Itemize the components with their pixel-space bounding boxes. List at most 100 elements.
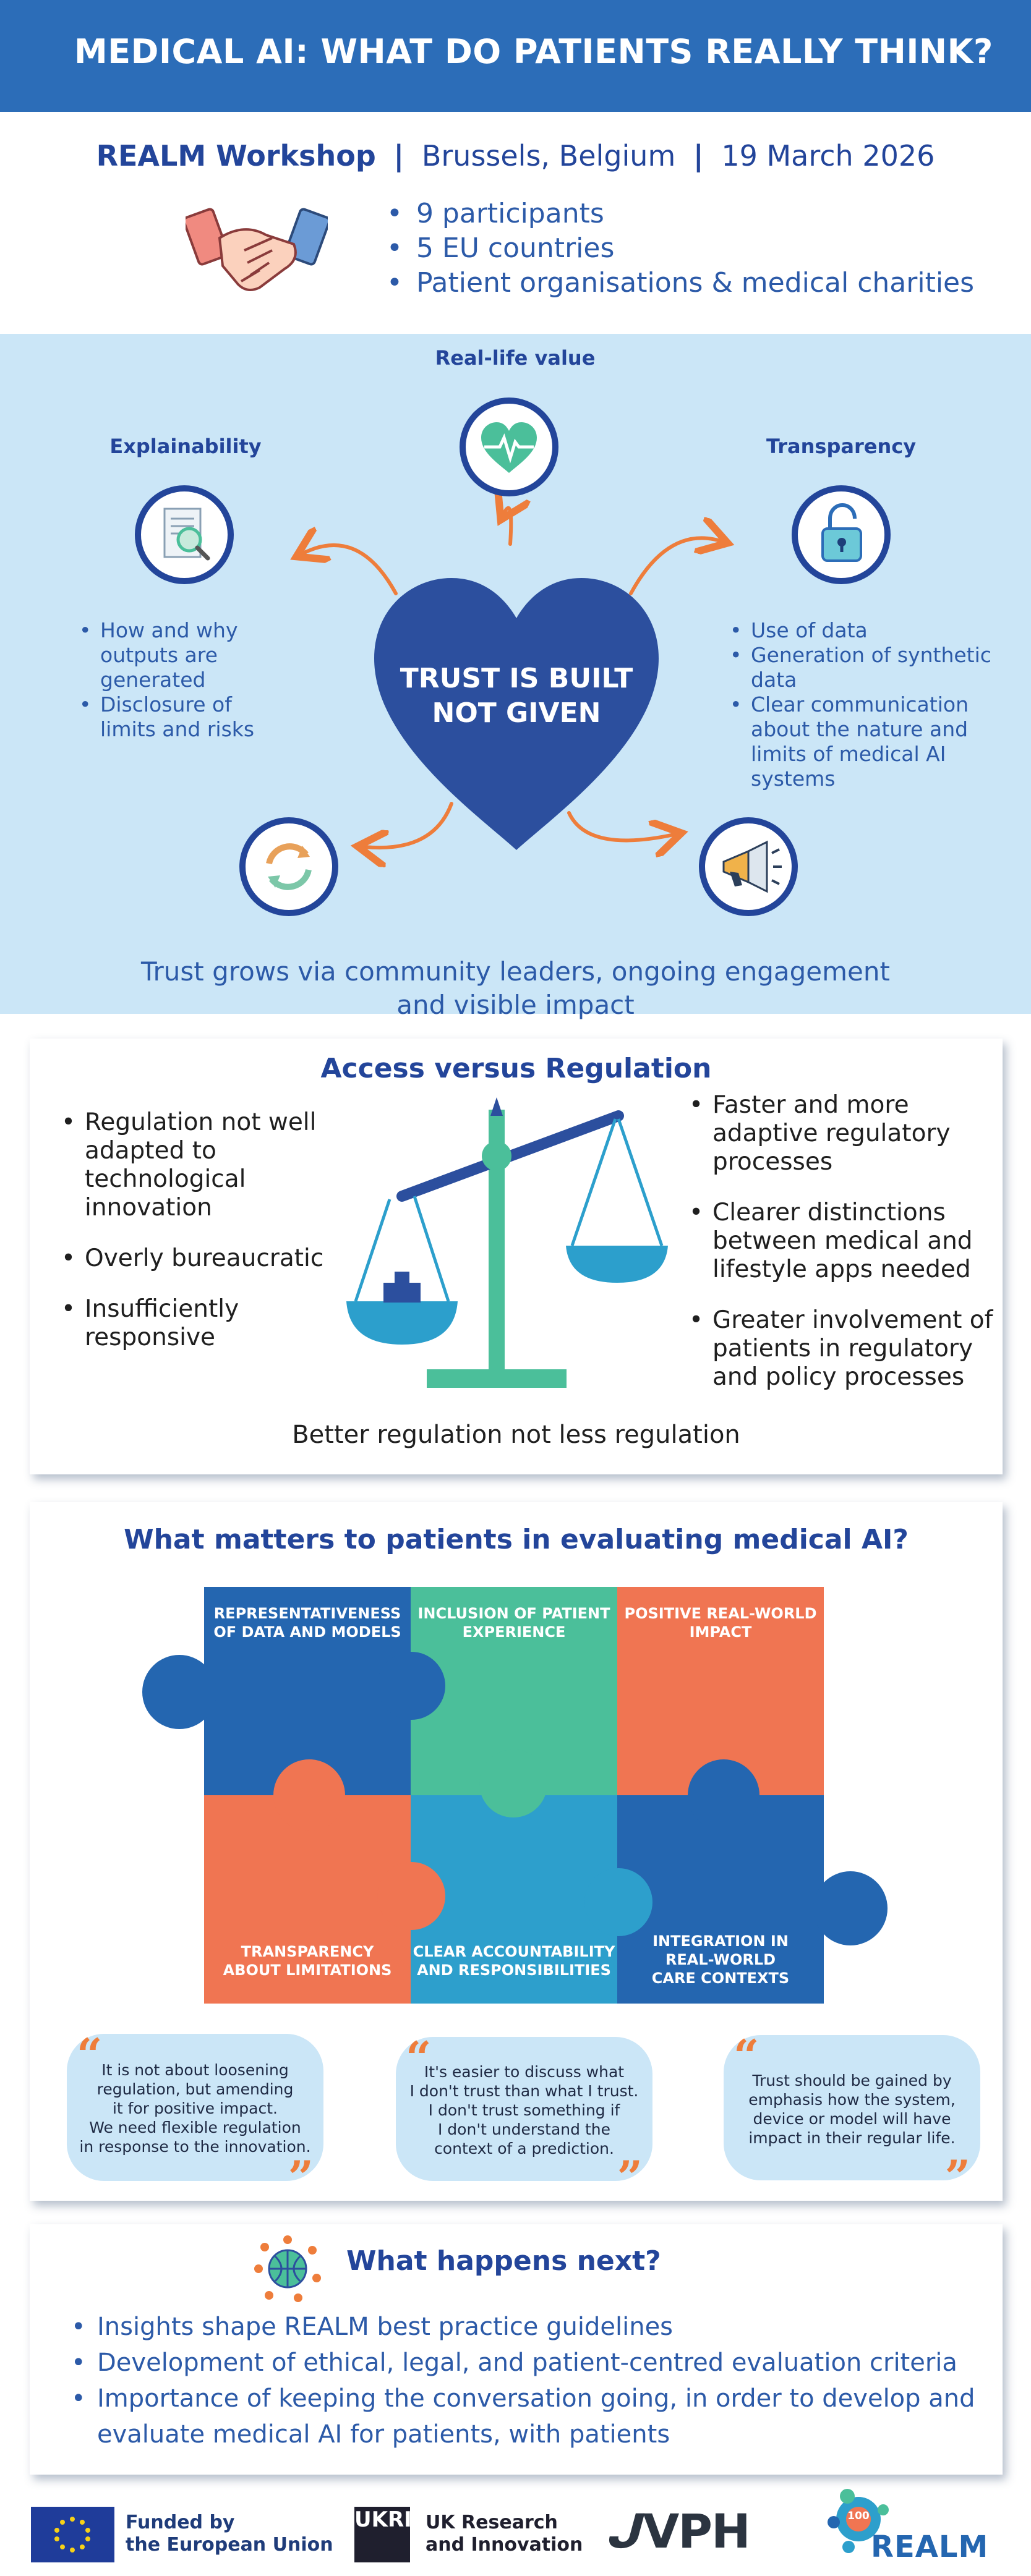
quote-box: Trust should be gained by emphasis how t… <box>724 2030 980 2199</box>
trust-arrows <box>0 334 1031 952</box>
next-points: Insights shape REALM best practice guide… <box>71 2309 986 2452</box>
quote-line: Trust should be gained by <box>752 2072 952 2089</box>
transparency-points: Use of data Generation of synthetic data… <box>730 618 1002 791</box>
handshake-icon <box>182 201 331 300</box>
separator: | <box>393 139 404 172</box>
trust-footer-line: Trust grows via community leaders, ongoi… <box>141 956 890 987</box>
puzzle <box>130 1587 897 2004</box>
puzzle-label-line: POSITIVE REAL-WORLD <box>624 1605 817 1622</box>
workshop-facts: 9 participants 5 EU countries Patient or… <box>387 197 974 300</box>
vph-logo-text: VPH <box>643 2504 750 2559</box>
access-right-point: Faster and more adaptive regulatory proc… <box>687 1091 996 1176</box>
access-left-point: Insufficiently responsive <box>59 1295 331 1352</box>
eu-line: Funded by <box>126 2512 235 2533</box>
access-right-point: Clearer distinctions between medical and… <box>687 1199 996 1284</box>
workshop-info: REALM Workshop | Brussels, Belgium | 19 … <box>0 139 1031 172</box>
puzzle-label-line: IMPACT <box>689 1623 752 1641</box>
quote-line: emphasis how the system, <box>748 2091 956 2109</box>
puzzle-label-line: INTEGRATION IN <box>652 1932 789 1950</box>
puzzle-label-line: CLEAR ACCOUNTABILITY <box>413 1943 615 1960</box>
quote-box: It is not about loosening regulation, bu… <box>67 2033 323 2200</box>
eu-line: the European Union <box>126 2534 333 2556</box>
quote-line: impact in their regular life. <box>748 2129 956 2147</box>
close-quote-icon: ” <box>288 2151 314 2203</box>
heart-line: TRUST IS BUILT <box>400 663 633 694</box>
quote-line: device or model will have <box>753 2110 951 2128</box>
page-title: MEDICAL AI: WHAT DO PATIENTS REALLY THIN… <box>74 32 993 71</box>
realm-badge: 100 <box>847 2510 870 2522</box>
transparency-point: Use of data <box>730 618 1002 643</box>
puzzle-label-line: CARE CONTEXTS <box>651 1970 790 1987</box>
refresh-cycle-icon <box>239 817 338 916</box>
realm-logo: 100 REALM <box>823 2485 1002 2565</box>
puzzle-label-line: REAL-WORLD <box>665 1951 776 1968</box>
puzzle-piece-label: INCLUSION OF PATIENT EXPERIENCE <box>411 1604 617 1641</box>
globe-network-icon <box>254 2235 322 2303</box>
trust-footer: Trust grows via community leaders, ongoi… <box>0 955 1031 1022</box>
puzzle-piece-label: REPRESENTATIVENESS OF DATA AND MODELS <box>204 1604 411 1641</box>
ukri-logo: UKRI <box>354 2507 412 2562</box>
puzzle-piece-label: POSITIVE REAL-WORLD IMPACT <box>617 1604 824 1641</box>
padlock-open-icon <box>792 485 891 584</box>
puzzle-label-line: ABOUT LIMITATIONS <box>223 1962 392 1979</box>
puzzle-piece-label: CLEAR ACCOUNTABILITY AND RESPONSIBILITIE… <box>411 1942 617 1979</box>
quote-line: regulation, but amending <box>96 2080 294 2098</box>
transparency-point: Generation of synthetic data <box>730 643 1002 692</box>
fact-item: 9 participants <box>387 197 974 231</box>
next-title: What happens next? <box>346 2245 661 2277</box>
explainability-points: How and why outputs are generated Disclo… <box>79 618 289 742</box>
header-banner: MEDICAL AI: WHAT DO PATIENTS REALLY THIN… <box>0 0 1031 112</box>
puzzle-label-line: OF DATA AND MODELS <box>213 1623 401 1641</box>
ukri-line: and Innovation <box>426 2534 583 2556</box>
quote-line: context of a prediction. <box>434 2140 614 2157</box>
close-quote-icon: ” <box>944 2150 970 2203</box>
ukri-line: UK Research <box>426 2512 558 2533</box>
access-left-points: Regulation not well adapted to technolog… <box>59 1108 331 1374</box>
quote-line: It is not about loosening <box>101 2061 289 2079</box>
real-life-value-title: Real-life value <box>435 346 596 370</box>
access-left-point: Regulation not well adapted to technolog… <box>59 1108 331 1222</box>
transparency-point: Clear communication about the nature and… <box>730 692 1002 791</box>
eu-flag-logo <box>31 2507 114 2562</box>
explainability-title: Explainability <box>109 435 262 458</box>
access-title: Access versus Regulation <box>320 1053 712 1084</box>
transparency-title: Transparency <box>766 435 917 458</box>
fact-item: 5 EU countries <box>387 231 974 266</box>
workshop-date: 19 March 2026 <box>721 139 935 172</box>
workshop-location: Brussels, Belgium <box>421 139 676 172</box>
access-left-point: Overly bureaucratic <box>59 1244 331 1273</box>
quote-line: in response to the innovation. <box>79 2138 311 2156</box>
explainability-point: How and why outputs are generated <box>79 618 289 692</box>
puzzle-label-line: INCLUSION OF PATIENT <box>417 1605 610 1622</box>
access-right-point: Greater involvement of patients in regul… <box>687 1306 996 1392</box>
balance-scale-icon <box>334 1097 668 1388</box>
access-conclusion: Better regulation not less regulation <box>292 1421 740 1449</box>
quote-line: I don't trust than what I trust. <box>409 2082 639 2100</box>
heart-text: TRUST IS BUILT NOT GIVEN <box>368 661 665 731</box>
next-point: Development of ethical, legal, and patie… <box>71 2345 986 2381</box>
access-right-points: Faster and more adaptive regulatory proc… <box>687 1091 996 1414</box>
quote-box: It's easier to discuss what I don't trus… <box>396 2036 652 2200</box>
workshop-name: REALM Workshop <box>96 139 376 172</box>
document-magnifier-icon <box>135 485 234 584</box>
eu-funding-text: Funded by the European Union <box>126 2512 333 2556</box>
megaphone-icon <box>699 817 798 916</box>
heart-pulse-icon <box>460 397 558 496</box>
next-point: Importance of keeping the conversation g… <box>71 2381 986 2452</box>
open-quote-icon: “ <box>734 2030 759 2082</box>
quote-line: We need flexible regulation <box>89 2119 301 2136</box>
quote-line: It's easier to discuss what <box>424 2063 625 2081</box>
quote-line: it for positive impact. <box>112 2099 278 2117</box>
vph-logo: ᒍVPH <box>602 2504 751 2559</box>
puzzle-label-line: REPRESENTATIVENESS <box>213 1605 401 1622</box>
close-quote-icon: ” <box>617 2151 643 2203</box>
explainability-point: Disclosure of limits and risks <box>79 692 289 742</box>
puzzle-piece-label: INTEGRATION IN REAL-WORLD CARE CONTEXTS <box>617 1932 824 1987</box>
next-point: Insights shape REALM best practice guide… <box>71 2309 986 2345</box>
puzzle-label-line: EXPERIENCE <box>462 1623 566 1641</box>
trust-heart <box>368 575 665 853</box>
quote-line: I don't trust something if <box>428 2101 620 2119</box>
fact-item: Patient organisations & medical charitie… <box>387 266 974 300</box>
heart-line: NOT GIVEN <box>432 697 601 729</box>
puzzle-label-line: TRANSPARENCY <box>241 1943 374 1960</box>
